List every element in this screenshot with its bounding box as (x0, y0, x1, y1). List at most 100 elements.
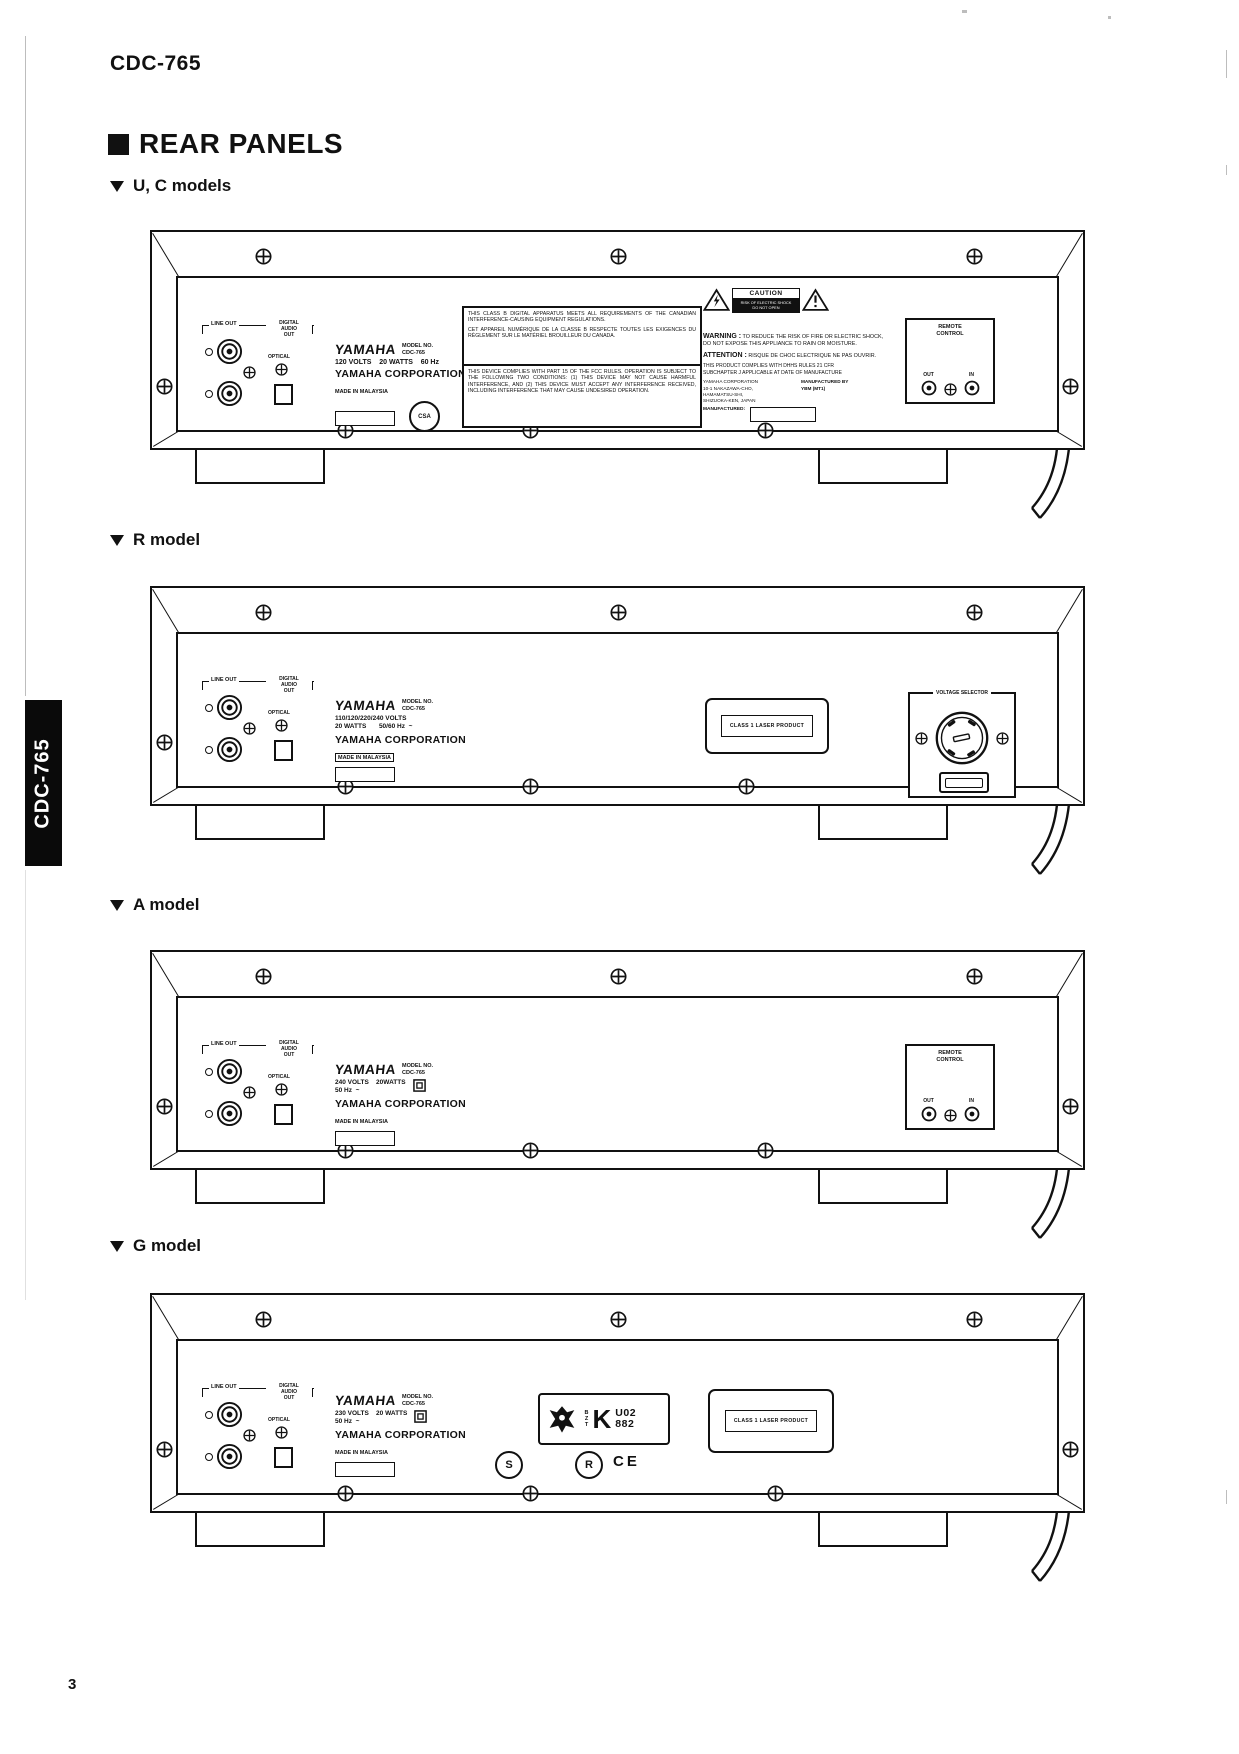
page-number: 3 (68, 1676, 77, 1693)
section-marker-icon (110, 1240, 124, 1252)
canadian-compliance-fr: CET APPAREIL NUMÉRIQUE DE LA CLASSE B RE… (468, 326, 696, 340)
optical-port (274, 740, 293, 761)
side-tab-label: CDC-765 (32, 737, 55, 829)
section-label-uc: U, C models (110, 176, 231, 196)
section-marker-icon (110, 899, 124, 911)
manufactured-by-text: MANUFACTURED BY YBM (MT1) (801, 379, 849, 391)
rating-label: YAMAHA MODEL NO. CDC-765 230 VOLTS 20 WA… (334, 1393, 515, 1477)
screw-icon (966, 248, 983, 265)
yamaha-logo: YAMAHA (334, 1393, 397, 1408)
warning-lead: WARNING : (703, 333, 742, 340)
indicator-dot (205, 1110, 213, 1118)
bracket-line (202, 1388, 314, 1389)
model-no-value: CDC-765 (402, 1400, 425, 1407)
fcc-compliance-text: THIS DEVICE COMPLIES WITH PART 15 OF THE… (468, 369, 696, 395)
made-in-label: MADE IN MALAYSIA (335, 753, 394, 763)
warning-text: TO REDUCE THE RISK OF FIRE OR ELECTRIC S… (703, 334, 884, 348)
side-tab: CDC-765 (25, 700, 62, 866)
corporation-label: YAMAHA CORPORATION (335, 1097, 467, 1110)
indicator-dot (205, 1411, 213, 1419)
power-rating-volts: 240 VOLTS 20WATTS (335, 1079, 406, 1086)
remote-control-block: REMOTE CONTROL OUT IN (905, 318, 995, 404)
section-label-text: A model (133, 895, 200, 914)
yamaha-logo: YAMAHA (334, 698, 397, 713)
rear-panel-g: LINE OUT DIGITAL AUDIO OUT OPTICAL YAMAH… (150, 1293, 1085, 1513)
power-rating-volts: 110/120/220/240 VOLTS (335, 715, 407, 722)
power-rating-hz: 50 Hz ~ (335, 1418, 360, 1426)
screw-icon (522, 1485, 539, 1502)
screw-icon (757, 1142, 774, 1159)
made-in-label: MADE IN MALAYSIA (335, 389, 388, 395)
indicator-dot (205, 746, 213, 754)
bracket-line (312, 681, 313, 690)
section-label-text: R model (133, 530, 201, 549)
corporation-label: YAMAHA CORPORATION (335, 368, 467, 380)
voltage-selector-label: VOLTAGE SELECTOR (933, 690, 991, 696)
power-rating-hz: 50 Hz ~ (335, 1087, 360, 1095)
bracket-line (202, 1388, 203, 1397)
scan-artifact (962, 10, 967, 13)
serial-number-box (335, 766, 395, 782)
screw-icon (156, 1441, 173, 1458)
panel-foot (195, 447, 325, 484)
line-out-label: LINE OUT (209, 321, 239, 327)
screw-icon (522, 1142, 539, 1159)
panel-inner-face (176, 276, 1059, 432)
section-label-text: U, C models (133, 176, 232, 195)
screw-icon (522, 778, 539, 795)
screw-icon (243, 1086, 256, 1099)
screw-icon (1062, 378, 1079, 395)
manufacturer-address: YAMAHA CORPORATION 10-1 NAKAZAWA-CHO, HA… (703, 379, 759, 404)
dhhs-compliance-text: THIS PRODUCT COMPLIES WITH DHHS RULES 21… (703, 363, 842, 376)
optical-label: OPTICAL (268, 1074, 290, 1080)
voltage-selector-dial[interactable] (934, 710, 990, 766)
output-connector-block: LINE OUT DIGITAL AUDIO OUT OPTICAL (202, 1040, 314, 1146)
attention-lead: ATTENTION : (703, 352, 747, 360)
bracket-line (202, 325, 203, 334)
power-rating: 120 VOLTS 20 WATTS 60 Hz (335, 359, 439, 366)
remote-out-jack-icon (921, 380, 937, 396)
line-out-label: LINE OUT (209, 677, 239, 683)
indicator-dot (205, 1453, 213, 1461)
scan-artifact (1108, 16, 1111, 19)
rca-jack-icon (216, 694, 243, 721)
model-no-label: MODEL NO. (402, 1063, 434, 1069)
ce-mark-icon: CE (613, 1453, 640, 1470)
indicator-dot (205, 348, 213, 356)
page-title: REAR PANELS (108, 128, 343, 160)
shock-hazard-triangle-icon (703, 288, 730, 312)
panel-foot (818, 447, 948, 484)
panel-foot (195, 1167, 325, 1204)
remote-control-label: REMOTE CONTROL (936, 1050, 964, 1063)
class1-laser-text: CLASS 1 LASER PRODUCT (724, 1410, 818, 1432)
csa-mark-icon: CSA (409, 401, 440, 432)
bracket-line (312, 325, 313, 334)
rca-jack-icon (216, 1401, 243, 1428)
remote-control-block: REMOTE CONTROL OUT IN (905, 1044, 995, 1130)
indicator-dot (205, 390, 213, 398)
screw-icon (275, 1083, 288, 1096)
section-label-a: A model (110, 895, 199, 915)
model-no-label: MODEL NO. (402, 343, 434, 349)
screw-icon (944, 1109, 957, 1122)
attention-text: RISQUE DE CHOC ELECTRIQUE NE PAS OUVRIR. (748, 353, 877, 360)
rca-jack-icon (216, 1100, 243, 1127)
page-title-text: REAR PANELS (139, 128, 344, 159)
rear-panel-r: LINE OUT DIGITAL AUDIO OUT OPTICAL YAMAH… (150, 586, 1085, 806)
serial-number-box (335, 1130, 395, 1146)
caution-title: CAUTION (733, 289, 799, 299)
serial-number-box (335, 1461, 395, 1477)
caution-subtext: RISK OF ELECTRIC SHOCK DO NOT OPEN (733, 299, 799, 312)
cert-u02: U02 (615, 1406, 637, 1419)
scan-artifact (1226, 1490, 1227, 1504)
optical-port (274, 1104, 293, 1125)
screw-icon (275, 1426, 288, 1439)
s-mark-icon: S (495, 1451, 523, 1479)
line-out-label: LINE OUT (209, 1041, 239, 1047)
r-mark-icon: R (575, 1451, 603, 1479)
bracket-line (202, 1045, 314, 1046)
screw-icon (915, 732, 928, 745)
manufacture-date-box (750, 406, 817, 422)
model-no-value: CDC-765 (402, 705, 425, 712)
